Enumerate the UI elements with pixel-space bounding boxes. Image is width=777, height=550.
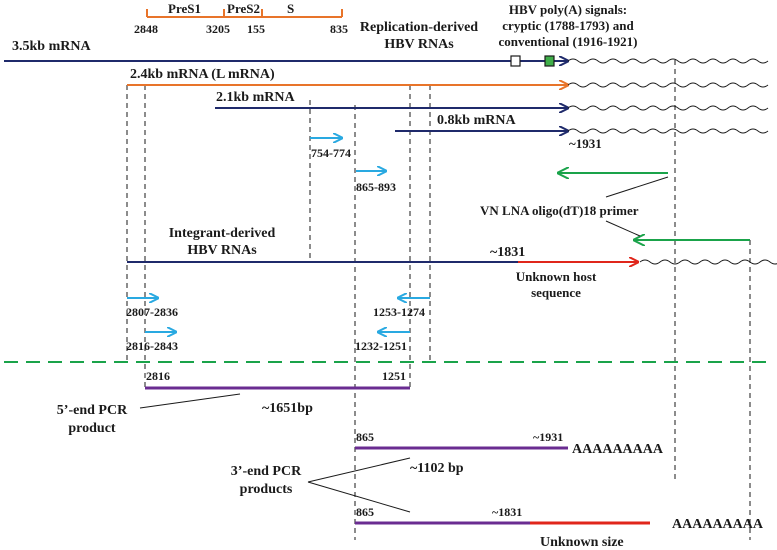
primer-1253-label: 1253-1274 [373, 305, 425, 319]
five-product-label-line1: 5’-end PCR [57, 403, 128, 418]
polya-header-line1: HBV poly(A) signals: [509, 2, 627, 17]
coord-835-label: 835 [330, 22, 348, 36]
integrant-header-line2: HBV RNAs [187, 243, 257, 258]
mrna-35-label: 3.5kb mRNA [12, 39, 91, 54]
replication-header-line1: Replication-derived [360, 20, 478, 35]
mrna-24-label: 2.4kb mRNA (L mRNA) [130, 67, 275, 82]
gene-map [146, 9, 343, 18]
three-b-end-label: ~1831 [492, 505, 522, 519]
integrant-wavy-tail [639, 259, 777, 265]
segment-pres1-label: PreS1 [168, 1, 201, 16]
host-sequence-label-line1: Unknown host [516, 269, 597, 284]
cryptic-polya-signal-box [510, 55, 521, 67]
mrna-35-wavy-tail [567, 58, 769, 64]
primer-865-label: 865-893 [356, 180, 396, 194]
polya-header-line3: conventional (1916-1921) [498, 34, 637, 49]
oligo-dt-leader-lower [605, 220, 641, 237]
coord-2848-label: 2848 [134, 22, 158, 36]
three-product-leader-upper [307, 457, 411, 483]
three-product-label-line2: products [240, 482, 293, 497]
three-product-leader-lower [307, 481, 411, 513]
three-b-size-label: Unknown size [540, 535, 624, 550]
replication-header-line2: HBV RNAs [384, 37, 454, 52]
mrna-21-wavy-tail [567, 105, 769, 111]
oligo-dt-label: VN LNA oligo(dT)18 primer [480, 203, 639, 218]
five-product-end-label: 1251 [382, 369, 406, 383]
mrna-08-label: 0.8kb mRNA [437, 113, 516, 128]
primer-754-label: 754-774 [311, 146, 351, 160]
five-product-size-label: ~1651bp [262, 401, 313, 416]
coord-3205-label: 3205 [206, 22, 230, 36]
primer-2807-label: 2807-2836 [126, 305, 178, 319]
host-sequence-label-line2: sequence [531, 285, 581, 300]
mrna-08-wavy-tail [567, 128, 769, 134]
end-1831-label: ~1831 [490, 245, 525, 260]
three-a-polya-tail: AAAAAAAAA [572, 442, 664, 457]
oligo-dt-leader-upper [605, 176, 669, 198]
segment-pres2-label: PreS2 [227, 1, 260, 16]
conventional-polya-signal-box [544, 55, 555, 67]
three-b-polya-tail: AAAAAAAAA [672, 517, 764, 532]
integrant-header-line1: Integrant-derived [169, 226, 276, 241]
five-product-start-label: 2816 [146, 369, 170, 383]
three-product-label-line1: 3’-end PCR [231, 464, 302, 479]
five-product-label-line2: product [68, 421, 116, 436]
segment-s-label: S [287, 1, 294, 16]
mrna-21-label: 2.1kb mRNA [216, 90, 295, 105]
three-a-size-label: ~1102 bp [410, 461, 464, 476]
primer-2816-label: 2816-2843 [126, 339, 178, 353]
five-product-leader [139, 393, 241, 409]
coord-155-label: 155 [247, 22, 265, 36]
primer-1232-label: 1232-1251 [355, 339, 407, 353]
three-b-start-label: 865 [356, 505, 374, 519]
three-a-end-label: ~1931 [533, 430, 563, 444]
end-1931-label: ~1931 [569, 136, 602, 151]
polya-header-line2: cryptic (1788-1793) and [502, 18, 634, 33]
mrna-24-wavy-tail [567, 82, 769, 88]
three-a-start-label: 865 [356, 430, 374, 444]
